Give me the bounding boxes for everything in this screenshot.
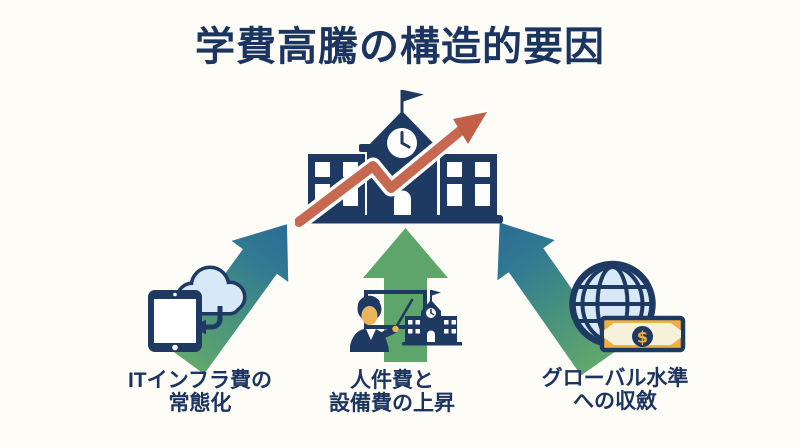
tablet-screen <box>154 299 196 343</box>
dollar-sign: $ <box>637 328 648 347</box>
tablet-cloud-sync-icon <box>148 265 247 352</box>
door <box>394 190 411 215</box>
factor-label-line2: への収斂 <box>573 390 657 413</box>
teacher-icon <box>350 295 414 352</box>
factor-label-line2: 常態化 <box>168 392 232 415</box>
school-building-icon <box>300 90 503 224</box>
building-base <box>300 215 503 224</box>
teacher-and-school-facility-icon <box>350 290 462 352</box>
factor-label-global-standard: グローバル水準 への収斂 <box>505 367 725 413</box>
pointer-stick <box>393 298 414 331</box>
teacher-hand <box>392 325 399 333</box>
rising-cost-arrow-icon <box>295 109 490 229</box>
factor-label-it-infrastructure: ITインフラ費の 常態化 <box>90 369 310 415</box>
teacher-arm <box>375 326 398 341</box>
tablet-home-button <box>172 344 178 351</box>
tablet-camera <box>173 292 177 297</box>
banknote-icon: $ <box>599 315 686 353</box>
school-base <box>402 342 462 346</box>
dollar-circle <box>632 326 653 347</box>
tablet-icon <box>148 290 202 352</box>
factor-label-line1: ITインフラ費の <box>127 369 273 392</box>
factor-label-line1: 人件費と <box>350 369 434 392</box>
page-title: 学費高騰の構造的要因 <box>195 25 605 69</box>
school-door <box>427 330 435 342</box>
school-building-with-rising-trend-arrow-icon <box>295 90 503 229</box>
teacher-face <box>361 306 378 325</box>
teacher-collar <box>366 329 376 340</box>
teacher-fringe <box>357 295 380 313</box>
globe-banknote-icon: $ <box>569 260 686 353</box>
clock-hands <box>400 131 411 149</box>
small-school-icon <box>402 290 462 346</box>
flag-pole <box>400 90 404 113</box>
factor-label-line2: 設備費の上昇 <box>329 392 455 415</box>
flag <box>403 90 424 102</box>
factor-label-line1: グローバル水準 <box>541 367 689 390</box>
factor-label-personnel-equipment: 人件費と 設備費の上昇 <box>282 369 502 415</box>
